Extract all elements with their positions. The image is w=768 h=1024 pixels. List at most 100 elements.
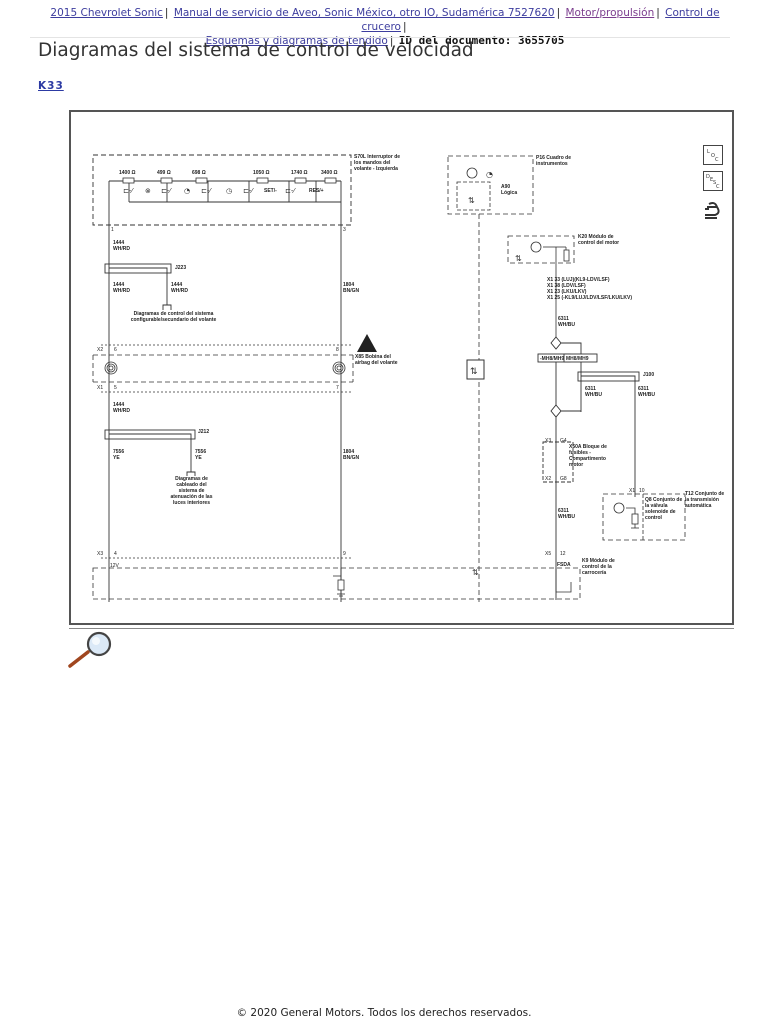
copyright-footer: © 2020 General Motors. Todos los derecho… xyxy=(236,1007,532,1019)
data-arrow-icon: ⇅ xyxy=(515,254,522,263)
data-arrow-icon: ⇅ xyxy=(472,568,479,577)
switch-label-res: RES/+ xyxy=(309,188,324,194)
pin-label: 8 xyxy=(336,347,339,353)
breadcrumb-separator: | xyxy=(556,7,561,19)
wire-label: 6311 WH/BU xyxy=(558,508,575,520)
speed-icon: ◷ xyxy=(226,187,233,195)
breadcrumb-link-schematics[interactable]: Esquemas y diagramas de tendido xyxy=(205,35,388,47)
splice-label-j212: J212 xyxy=(198,429,209,435)
wire-label: 1804 BN/GN xyxy=(343,449,360,461)
wire-label: 6311 WH/BU xyxy=(558,316,575,328)
note-steering-diagrams: Diagramas de control del sistema configu… xyxy=(130,311,217,323)
option-label: -MH8/MH9 xyxy=(540,356,564,362)
pin-label: G8 xyxy=(560,476,567,482)
pin-label: G4 xyxy=(560,438,567,444)
p16-label: P16 Cuadro de instrumentos xyxy=(536,155,572,167)
resistor-label: 1400 Ω xyxy=(119,170,136,176)
connector-label: X1 xyxy=(629,488,635,494)
svg-text:C: C xyxy=(715,157,719,163)
pin-label: 7 xyxy=(336,385,339,391)
splice-j212 xyxy=(104,429,196,440)
connector-label: X3 xyxy=(97,551,103,557)
page-title: Diagramas del sistema de control de velo… xyxy=(38,40,474,61)
wire-label: 6311 WH/BU xyxy=(638,386,655,398)
wire-label: 1444 WH/RD xyxy=(113,402,130,414)
wire-label: 1444 WH/RD xyxy=(171,282,188,294)
resistor-499 xyxy=(160,177,173,184)
splice-j223 xyxy=(104,263,172,274)
voltage-label: 12V xyxy=(110,563,120,569)
switch-icon: ⊏-⁄ xyxy=(123,187,134,195)
breadcrumb-separator: | xyxy=(656,7,660,19)
pin-label: 9 xyxy=(343,551,346,557)
svg-text:L: L xyxy=(707,149,710,155)
wire-label: 7556 YE xyxy=(113,449,125,461)
connector-label: X3 xyxy=(545,438,551,444)
switch-label-set: SET/- xyxy=(264,188,277,194)
pin-label: FSDA xyxy=(557,562,571,568)
gauge-icon: ◔ xyxy=(486,170,493,179)
header-divider xyxy=(30,37,730,38)
breadcrumb-separator: | xyxy=(389,35,394,47)
resistor-698 xyxy=(195,177,208,184)
breadcrumb-link-cruise-control[interactable]: Control de crucero xyxy=(361,7,720,33)
diagram-bottom-rule xyxy=(69,628,734,629)
switch-icon: ⊏-⁄ xyxy=(243,187,254,195)
airbag-warning-icon xyxy=(357,334,377,352)
k20-pin-label: X1 38 (LDV/LSF) xyxy=(547,283,586,289)
breadcrumb-separator: | xyxy=(402,21,407,33)
data-arrow-icon: ⇅ xyxy=(470,367,478,377)
connector-icon[interactable] xyxy=(701,199,725,223)
resistor-label: 1050 Ω xyxy=(253,170,270,176)
s70l-label: S70L Interruptor de los mandos del volan… xyxy=(354,154,401,172)
switch-icon: ⊏-⁄ xyxy=(161,187,172,195)
t12-label: T12 Conjunto de la transmisión automátic… xyxy=(685,491,725,509)
resistor-label: 698 Ω xyxy=(192,170,206,176)
breadcrumb-separator: | xyxy=(164,7,169,19)
k20-label: K20 Módulo de control del motor xyxy=(578,234,620,246)
wiring-diagram-svg: 1400 Ω 499 Ω 698 Ω 1050 Ω 1740 Ω 3400 Ω … xyxy=(92,154,725,602)
pin-label: 3 xyxy=(343,227,346,233)
splice-label-j100: J100 xyxy=(643,372,654,378)
lamp-icon: ⊗ xyxy=(145,187,151,195)
pin-label: 5 xyxy=(114,385,117,391)
k20-pin-label: X1 23 (LKU/LKV) xyxy=(547,289,587,295)
wiring-diagram: 1400 Ω 499 Ω 698 Ω 1050 Ω 1740 Ω 3400 Ω … xyxy=(69,110,734,625)
connector-label: X2 xyxy=(97,347,103,353)
switch-icon: ⊏-⁄ xyxy=(201,187,212,195)
breadcrumb-link-vehicle[interactable]: 2015 Chevrolet Sonic xyxy=(50,7,163,19)
q8-label: Q8 Conjunto de la válvula solenoide de c… xyxy=(645,497,683,521)
svg-text:O: O xyxy=(711,153,715,159)
resistor-label: 1740 Ω xyxy=(291,170,308,176)
resistor-label: 499 Ω xyxy=(157,170,171,176)
svg-text:E: E xyxy=(710,177,713,183)
wire-label: 6311 WH/BU xyxy=(585,386,602,398)
breadcrumb-link-engine[interactable]: Motor/propulsión xyxy=(565,7,655,19)
svg-text:D: D xyxy=(706,174,710,180)
k20-pin-label: X1 33 (LUJ)(KL9-LDV/LSF) xyxy=(547,277,610,283)
pin-label: 1 xyxy=(111,227,114,233)
k9-label: K9 Módulo de control de la carrocería xyxy=(582,558,615,576)
wire-label: 1444 WH/RD xyxy=(113,240,130,252)
option-label: MH8/MH9 xyxy=(566,356,589,362)
resistor-1050 xyxy=(256,177,269,184)
wire-label: 1804 BN/GN xyxy=(343,282,360,294)
svg-text:S: S xyxy=(713,180,716,186)
gauge-icon: ◔ xyxy=(184,187,190,195)
resistor-label: 3400 Ω xyxy=(321,170,338,176)
pin-label: 6 xyxy=(114,347,117,353)
wire-label: 1444 WH/RD xyxy=(113,282,130,294)
magnifier-zoom-icon[interactable] xyxy=(66,630,118,670)
splice-label-j223: J223 xyxy=(175,265,186,271)
data-arrow-icon: ⇅ xyxy=(468,196,475,205)
resistor-1740 xyxy=(294,177,307,184)
switch-icon: ⊏-⁄ xyxy=(285,187,296,195)
anchor-link-k33[interactable]: K33 xyxy=(38,80,64,92)
pin-label: 4 xyxy=(114,551,117,557)
a90-label: A90 Lógica xyxy=(501,184,518,196)
breadcrumb-link-manual[interactable]: Manual de servicio de Aveo, Sonic México… xyxy=(173,7,555,19)
connector-label: X5 xyxy=(545,551,551,557)
x85-label: X85 Bobina del airbag del volante xyxy=(355,354,398,366)
